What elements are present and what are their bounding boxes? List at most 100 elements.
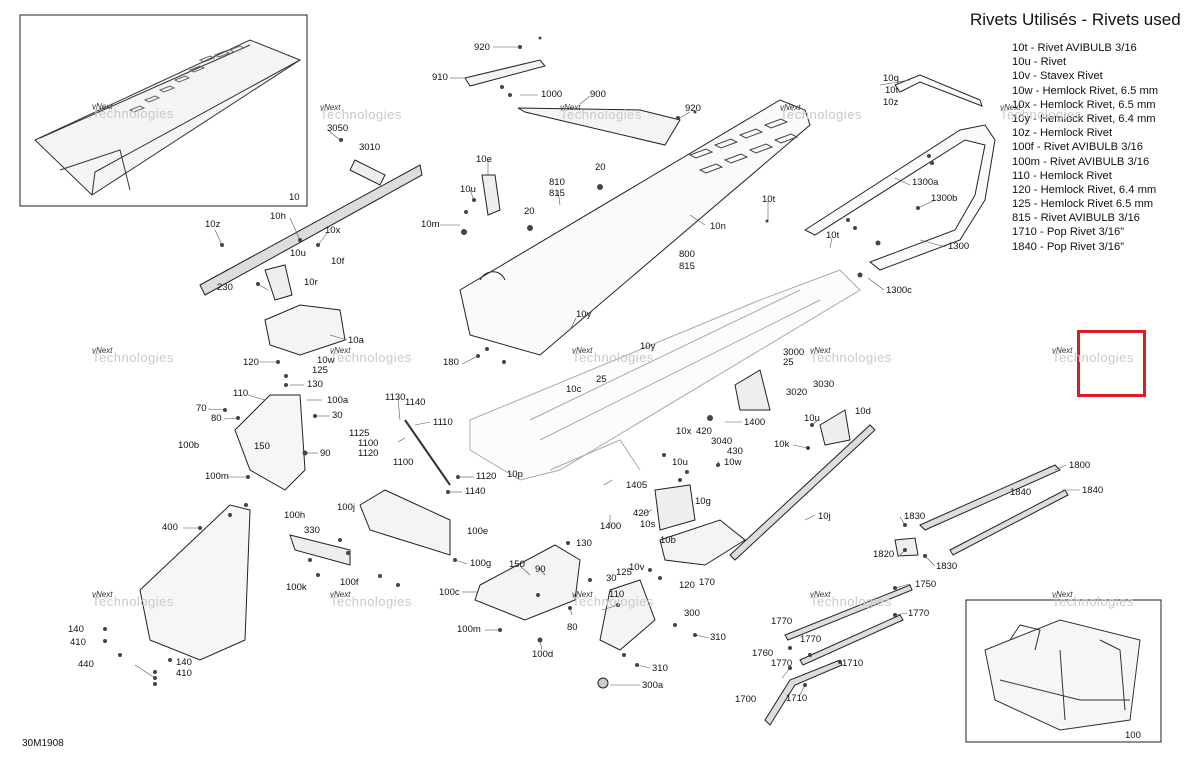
callout-1120b: 1120	[476, 471, 497, 482]
callout-10g: 10g	[695, 496, 711, 507]
callout-310: 310	[710, 632, 726, 643]
callout-1710: 1710	[842, 658, 864, 669]
callout-10h: 10h	[270, 211, 286, 222]
callout-1770: 1770	[908, 608, 930, 619]
diagram-code: 30M1908	[22, 738, 64, 749]
callout-10c: 10c	[566, 384, 582, 395]
callout-110b: 110	[609, 589, 625, 600]
callout-130: 130	[307, 379, 323, 390]
callout-1840: 1840	[1010, 487, 1032, 498]
frame-100a	[234, 394, 306, 491]
chassis-lower	[469, 269, 861, 481]
callout-10u-c: 10u	[804, 413, 820, 424]
legend-item: 10y - Hemlock Rivet, 6.4 mm	[1012, 112, 1156, 125]
legend-item: 815 - Rivet AVIBULB 3/16	[1012, 212, 1140, 225]
callout-120: 120	[243, 357, 259, 368]
legend-item: 10t - Rivet AVIBULB 3/16	[1012, 42, 1137, 54]
callout-3000: 3000	[783, 347, 805, 358]
callout-90: 90	[320, 448, 331, 459]
legend-item: 100f - Rivet AVIBULB 3/16	[1012, 141, 1144, 154]
part-3000	[734, 369, 771, 411]
rail-1770	[784, 584, 913, 641]
callout-3030: 3030	[813, 379, 835, 390]
callout-1405: 1405	[626, 480, 648, 491]
callout-3040: 3040	[711, 436, 733, 447]
callout-420: 420	[696, 426, 712, 437]
callout-25b: 25	[783, 357, 794, 368]
callout-920: 920	[474, 42, 490, 53]
part-10b	[659, 519, 746, 566]
callout-80: 80	[211, 413, 222, 424]
part-100h	[289, 534, 351, 566]
legend-list: 10t - Rivet AVIBULB 3/16 10u - Rivet 10v…	[1012, 41, 1158, 254]
legend-item: 1840 - Pop Rivet 3/16”	[1012, 240, 1124, 253]
callout-1840b: 1840	[1082, 485, 1104, 496]
callout-3050: 3050	[327, 123, 349, 134]
part-100c	[474, 544, 581, 621]
callout-100d: 100d	[532, 649, 554, 660]
callout-100a: 100a	[327, 395, 349, 406]
callout-1300c: 1300c	[886, 285, 912, 296]
callout-1100b: 1100	[393, 457, 414, 468]
callout-140b: 140	[176, 657, 192, 668]
callout-815b: 815	[679, 261, 695, 272]
part-1820	[894, 537, 919, 557]
callout-25: 25	[596, 374, 607, 385]
callout-1130: 1130	[385, 392, 406, 403]
callout-400: 400	[162, 522, 178, 533]
inset-right-label: 100	[1125, 730, 1141, 741]
callout-430: 430	[727, 446, 743, 457]
callout-10q: 10q	[883, 73, 899, 84]
callout-800: 800	[679, 249, 695, 260]
callout-1125: 1125	[349, 428, 370, 439]
legend-item: 10u - Rivet	[1012, 56, 1067, 69]
rail-10h	[199, 164, 423, 296]
rod-1100	[404, 419, 451, 486]
part-10r	[264, 264, 293, 301]
callout-30: 30	[332, 410, 343, 421]
callout-1000: 1000	[541, 89, 563, 100]
rail-1700	[764, 659, 843, 726]
callout-10t-c: 10t	[826, 230, 840, 241]
callout-140: 140	[68, 624, 84, 635]
frame-400	[139, 504, 251, 661]
legend-item: 10z - Hemlock Rivet	[1012, 127, 1113, 140]
callout-10j: 10j	[818, 511, 831, 522]
callout-1830b: 1830	[936, 561, 958, 572]
callout-30b: 30	[606, 573, 617, 584]
callout-3010: 3010	[359, 142, 381, 153]
callout-1710b: 1710	[786, 693, 808, 704]
tunnel-10n	[459, 99, 811, 356]
callout-900: 900	[590, 89, 606, 100]
callout-1800: 1800	[1069, 460, 1091, 471]
callout-100m: 100m	[205, 471, 229, 482]
callout-125b: 125	[616, 567, 632, 578]
legend-item: 110 - Hemlock Rivet	[1012, 169, 1112, 182]
callout-130b: 130	[576, 538, 592, 549]
callout-10a: 10a	[348, 335, 364, 346]
callout-1770c: 1770	[800, 634, 822, 645]
legend-item: 10w - Hemlock Rivet, 6.5 mm	[1012, 84, 1159, 97]
callout-300: 300	[684, 608, 700, 619]
callout-100e: 100e	[467, 526, 489, 537]
callout-1120: 1120	[358, 448, 379, 459]
callout-10v: 10v	[629, 562, 645, 573]
inset-left-tunnel	[34, 39, 302, 196]
callout-10f: 10f	[331, 256, 345, 267]
callout-100f: 100f	[340, 577, 359, 588]
callout-1760: 1760	[752, 648, 774, 659]
callout-180: 180	[443, 357, 459, 368]
part-300	[599, 579, 656, 651]
callout-1140: 1140	[405, 397, 426, 408]
callout-910: 910	[432, 72, 448, 83]
callout-300a: 300a	[642, 680, 664, 691]
rail-10j	[729, 424, 876, 561]
callout-150b: 150	[509, 559, 525, 570]
